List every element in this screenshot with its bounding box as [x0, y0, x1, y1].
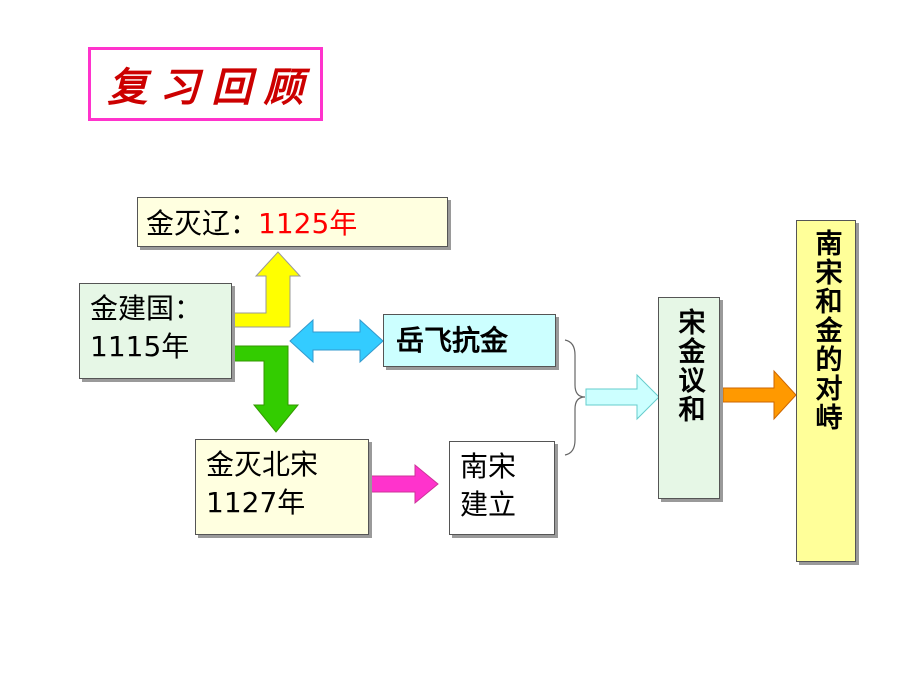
- arrow-to-duizhi: [722, 369, 797, 421]
- jin-jian-guo-line1: 金建国：: [90, 292, 203, 325]
- arrow-up-to-jin-mie-liao: [231, 251, 302, 328]
- node-nansong: 南宋 建立: [449, 441, 555, 535]
- title-box: 复习回顾: [88, 47, 323, 121]
- jin-mie-liao-label: 金灭辽：: [146, 207, 259, 240]
- arrow-to-song-jin-yihe: [585, 373, 660, 421]
- nansong-line2: 建立: [460, 488, 517, 521]
- yue-fei-label: 岳飞抗金: [396, 324, 509, 357]
- nansong-line1: 南宋: [460, 450, 517, 483]
- node-jin-mie-liao: 金灭辽：1125年: [137, 197, 448, 247]
- node-jin-mie-beisong: 金灭北宋 1127年: [195, 439, 369, 535]
- jin-mie-beisong-line2: 1127年: [206, 486, 306, 519]
- jin-jian-guo-line2: 1115年: [90, 330, 190, 363]
- arrow-to-nansong: [369, 463, 439, 505]
- node-song-jin-yihe: 宋金议和: [658, 297, 720, 499]
- arrow-down-to-jin-mie-beisong: [231, 345, 300, 433]
- jin-mie-beisong-line1: 金灭北宋: [206, 448, 319, 481]
- song-jin-yihe-label: 宋金议和: [673, 308, 705, 424]
- node-yue-fei: 岳飞抗金: [383, 314, 556, 367]
- node-duizhi: 南宋和金的对峙: [796, 220, 856, 562]
- page-title: 复习回顾: [107, 64, 316, 111]
- brace-connector: [564, 339, 586, 456]
- jin-mie-liao-year: 1125年: [258, 207, 358, 240]
- arrow-double-yue-fei: [289, 318, 384, 364]
- duizhi-label: 南宋和金的对峙: [810, 229, 842, 432]
- node-jin-jian-guo: 金建国： 1115年: [79, 283, 232, 379]
